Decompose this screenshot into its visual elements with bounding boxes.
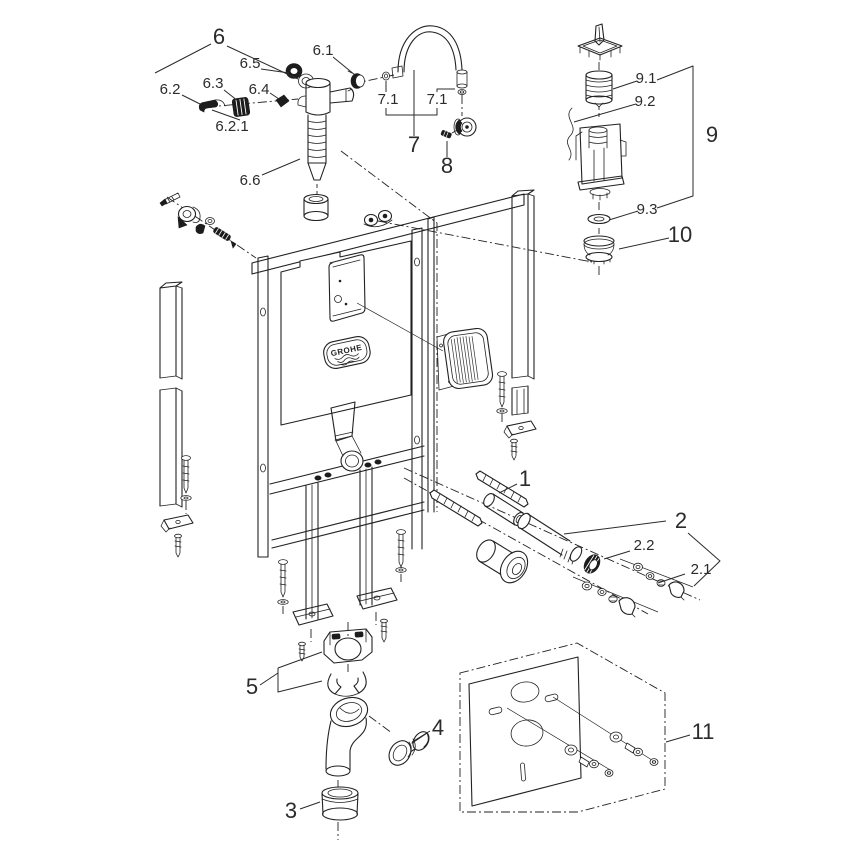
part-label-6-5: 6.5 [240, 55, 261, 72]
flush-valve-body [575, 123, 627, 201]
part-label-6-2: 6.2 [160, 81, 181, 98]
part-label-6-1: 6.1 [313, 42, 334, 59]
end-cap [321, 786, 359, 821]
part-label-4: 4 [432, 715, 444, 740]
seal-ring-2-2 [583, 554, 601, 574]
part-label-7: 7 [408, 132, 420, 157]
leader-lines [154, 43, 721, 810]
threaded-rods [429, 470, 529, 527]
valve-cartridge-cap [585, 70, 613, 108]
part-label-8: 8 [441, 153, 453, 178]
part-label-10: 10 [668, 222, 692, 247]
part-label-9-3: 9.3 [637, 201, 658, 218]
part-label-11: 11 [692, 719, 715, 744]
part-label-1: 1 [519, 466, 531, 491]
grohe-logo-badge: GROHE [323, 336, 371, 370]
cap-nut [668, 581, 685, 598]
valve-seal [587, 213, 611, 225]
locking-nut [231, 97, 251, 117]
flush-pipe-long [517, 512, 583, 565]
actuator-bracket [577, 23, 623, 61]
cistern-tank: GROHE [280, 209, 444, 472]
valve-seat [583, 235, 615, 265]
rail-foot-bracket [503, 420, 537, 461]
pipe-clamp [323, 628, 373, 697]
cone-seal [275, 94, 290, 108]
wall-sleeve-large [476, 539, 529, 584]
rail-anchor-screw [180, 455, 192, 501]
flush-pipe-set [476, 493, 601, 584]
fixing-screws [277, 529, 407, 662]
cap-nut [618, 597, 636, 615]
inspection-window [328, 254, 366, 322]
flush-bend-pipe [325, 696, 369, 777]
valve-body [297, 77, 355, 181]
installation-frame [251, 193, 525, 626]
sound-insulation-set [459, 642, 666, 813]
right-support-rail [496, 189, 537, 461]
part-label-6-4: 6.4 [249, 81, 270, 98]
float-wire [567, 107, 574, 161]
fastener-set-2-1 [572, 558, 694, 618]
part-label-9-1: 9.1 [636, 70, 657, 87]
part-labels: 6 6.1 6.5 6.2 6.3 6.4 6.2.1 6.6 7.1 7.1 … [160, 24, 719, 823]
part-label-6-2-1: 6.2.1 [215, 118, 248, 135]
part-label-2-1: 2.1 [691, 561, 712, 578]
insulation-mat [468, 656, 582, 807]
part-label-5: 5 [246, 674, 258, 699]
fill-valve-assembly [198, 63, 365, 222]
flex-hose [382, 25, 468, 95]
access-cover [436, 327, 494, 391]
part-label-7-1b: 7.1 [427, 91, 448, 108]
part-label-3: 3 [285, 798, 297, 823]
part-label-6: 6 [213, 24, 225, 49]
part-label-7-1a: 7.1 [378, 91, 399, 108]
part-label-6-6: 6.6 [240, 172, 261, 189]
wall-anchor-set [159, 192, 237, 249]
angle-connector [440, 117, 477, 139]
flush-valve-assembly [567, 23, 627, 265]
part-label-6-3: 6.3 [203, 75, 224, 92]
rail-anchor-screw [496, 371, 508, 414]
part-label-9-2: 9.2 [635, 93, 656, 110]
part-label-2: 2 [675, 508, 687, 533]
part-label-9: 9 [706, 122, 718, 147]
rail-foot-bracket [160, 514, 194, 558]
connection-sleeve [388, 731, 430, 766]
left-support-rail [159, 281, 194, 558]
part-label-2-2: 2.2 [634, 537, 655, 554]
guide-bushing [303, 193, 329, 222]
inlet-clip [198, 99, 219, 113]
